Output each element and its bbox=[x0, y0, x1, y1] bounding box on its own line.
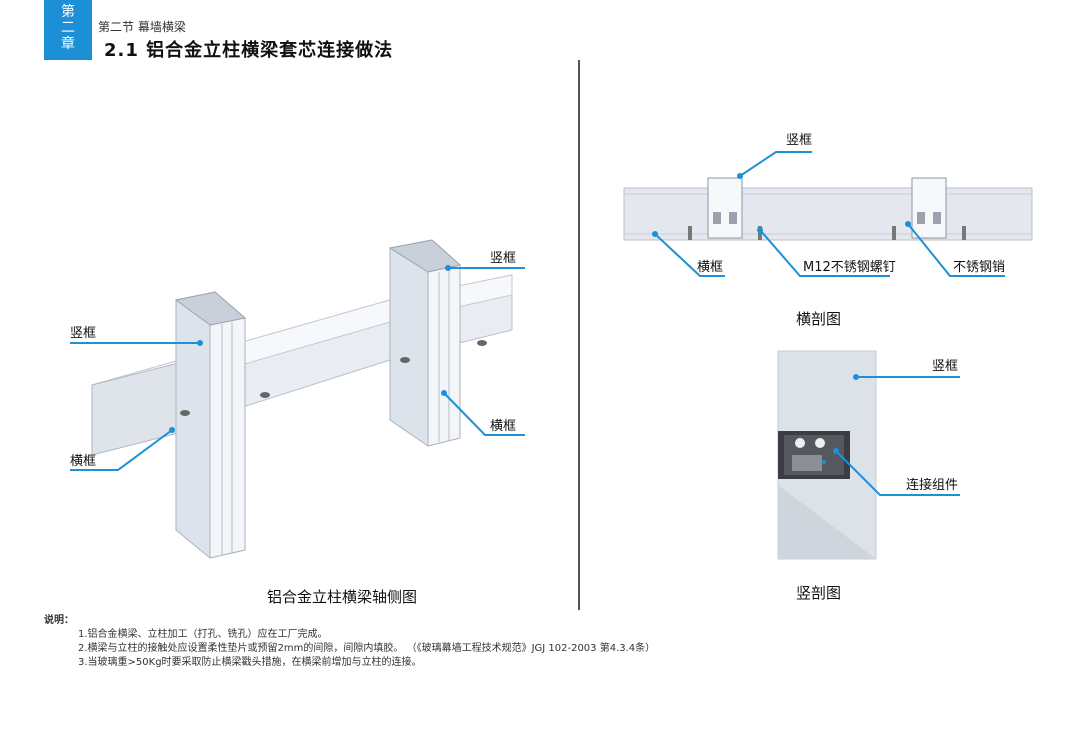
chapter-tab-char: 第 bbox=[61, 4, 75, 20]
label-mullion-vertical: 竖框 bbox=[932, 359, 958, 374]
bolt-head bbox=[477, 340, 487, 346]
callout-dot bbox=[652, 231, 658, 237]
mullion-profile bbox=[707, 177, 743, 239]
mullion-fin bbox=[729, 212, 737, 224]
label-pin: 不锈钢销 bbox=[953, 260, 1005, 275]
label-mullion-left: 竖框 bbox=[70, 326, 96, 341]
callout-line bbox=[759, 229, 890, 277]
caption-vertical-section: 竖剖图 bbox=[796, 584, 841, 602]
callout-line bbox=[70, 429, 173, 471]
section-label: 第二节 幕墙横梁 bbox=[98, 20, 186, 34]
callout-line bbox=[443, 392, 525, 436]
right-mullion-top bbox=[388, 239, 462, 273]
connector-plate bbox=[792, 455, 822, 471]
callout-dot bbox=[757, 227, 763, 233]
chapter-tab: 第 二 章 bbox=[44, 0, 92, 60]
note-item: 3.当玻璃重>50Kg时要采取防止横梁戳头措施，在横梁前增加与立柱的连接。 bbox=[78, 657, 422, 668]
callout-dot bbox=[833, 448, 839, 454]
mullion-fin bbox=[933, 212, 941, 224]
callout-anchor bbox=[822, 460, 826, 464]
label-mullion: 竖框 bbox=[786, 133, 812, 148]
callout-line bbox=[654, 233, 725, 277]
chapter-tab-char: 二 bbox=[61, 20, 75, 36]
right-mullion-face bbox=[427, 264, 461, 447]
caption-horizontal-section: 横剖图 bbox=[796, 310, 841, 328]
label-mullion-right: 竖框 bbox=[490, 251, 516, 266]
connector-hole bbox=[795, 438, 805, 448]
transom-profile bbox=[623, 187, 1033, 241]
callout-dot bbox=[169, 427, 175, 433]
callout-dot bbox=[853, 374, 859, 380]
note-item: 2.横梁与立柱的接触处应设置柔性垫片或预留2mm的间隙，间隙内填胶。 （《玻璃幕… bbox=[78, 643, 656, 654]
bolt-head bbox=[400, 357, 410, 363]
mullion-fin bbox=[917, 212, 925, 224]
callout-line bbox=[907, 223, 1005, 277]
pin bbox=[688, 226, 692, 240]
axonometric-drawing: 竖框 横框 竖框 横框 铝合金立柱横梁轴侧图 bbox=[70, 239, 525, 606]
pin bbox=[892, 226, 896, 240]
mullion-fin bbox=[713, 212, 721, 224]
left-mullion-top bbox=[174, 291, 247, 326]
callout-dot bbox=[737, 173, 743, 179]
connector-hole bbox=[815, 438, 825, 448]
left-mullion-face bbox=[209, 317, 246, 559]
mullion-profile bbox=[911, 177, 947, 239]
note-item: 1.铝合金横梁、立柱加工（打孔、铣孔）应在工厂完成。 bbox=[78, 629, 328, 640]
caption-axonometric: 铝合金立柱横梁轴侧图 bbox=[267, 588, 417, 606]
label-transom-right: 横框 bbox=[490, 419, 516, 434]
label-bolt: M12不锈钢螺钉 bbox=[803, 260, 896, 275]
callout-dot bbox=[905, 221, 911, 227]
label-transom-left: 横框 bbox=[70, 454, 96, 469]
vertical-section-drawing: 竖框 连接组件 竖剖图 bbox=[777, 350, 960, 602]
label-connector: 连接组件 bbox=[906, 477, 958, 493]
page-title: 2.1 铝合金立柱横梁套芯连接做法 bbox=[104, 40, 394, 61]
bolt-head bbox=[260, 392, 270, 398]
callout-line bbox=[739, 151, 812, 177]
callout-line bbox=[835, 450, 960, 496]
horizontal-section-drawing: 竖框 横框 M12不锈钢螺钉 不锈钢销 横剖图 bbox=[623, 133, 1033, 328]
callout-dot bbox=[197, 340, 203, 346]
bolt-head bbox=[180, 410, 190, 416]
mullion-shadow bbox=[778, 485, 876, 559]
pin bbox=[962, 226, 966, 240]
chapter-tab-char: 章 bbox=[61, 36, 75, 52]
callout-dot bbox=[445, 265, 451, 271]
callout-dot bbox=[441, 390, 447, 396]
divider bbox=[578, 60, 580, 610]
notes-block: 说明： 1.铝合金横梁、立柱加工（打孔、铣孔）应在工厂完成。 2.横梁与立柱的接… bbox=[44, 614, 655, 670]
notes-heading: 说明： bbox=[44, 615, 74, 626]
label-transom: 横框 bbox=[697, 260, 723, 275]
